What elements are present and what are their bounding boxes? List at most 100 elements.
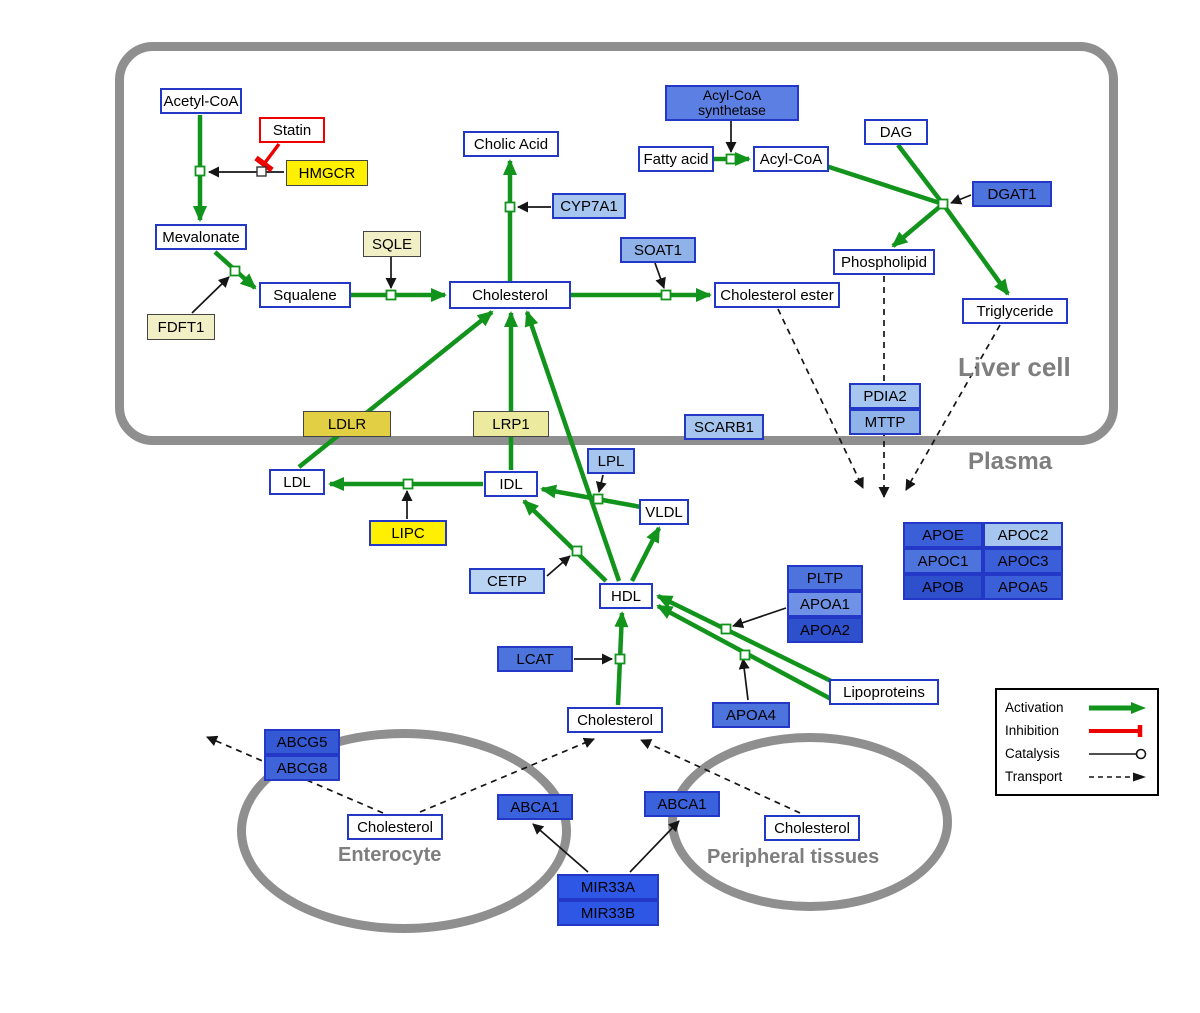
statin-inhibition-tbar <box>254 155 274 173</box>
node-abcg8[interactable]: ABCG8 <box>264 755 340 781</box>
legend-row-transport: Transport <box>1005 765 1149 788</box>
enterocyte-membrane <box>237 729 571 933</box>
node-phospholipid[interactable]: Phospholipid <box>833 249 935 275</box>
edge-hdl-vldl <box>629 526 662 583</box>
node-acetyl-coa[interactable]: Acetyl-CoA <box>160 88 242 114</box>
reaction-square <box>385 289 397 301</box>
reaction-square <box>725 153 737 165</box>
edge-hdl-idl <box>522 499 608 583</box>
node-cholesterol-enterocyte[interactable]: Cholesterol <box>347 814 443 840</box>
edge-reaction-triglyceride <box>941 202 1010 296</box>
node-cholic-acid[interactable]: Cholic Acid <box>463 131 559 157</box>
node-cyp7a1[interactable]: CYP7A1 <box>552 193 626 219</box>
node-abcg5[interactable]: ABCG5 <box>264 729 340 755</box>
node-dag[interactable]: DAG <box>864 119 928 145</box>
catalysis-port-square <box>256 166 267 177</box>
catalysis-circle-icon <box>1089 748 1147 759</box>
node-lipoproteins[interactable]: Lipoproteins <box>829 679 939 705</box>
reaction-square <box>720 623 732 635</box>
legend: Activation Inhibition Catalysis Transpor… <box>995 688 1159 796</box>
node-acyl-coa[interactable]: Acyl-CoA <box>753 146 829 172</box>
edge-fdft1-catalysis <box>191 276 230 314</box>
reaction-square <box>194 165 206 177</box>
legend-inhibition-label: Inhibition <box>1005 723 1060 738</box>
node-fdft1[interactable]: FDFT1 <box>147 314 215 340</box>
node-hdl[interactable]: HDL <box>599 583 653 609</box>
node-cholesterol-liver[interactable]: Cholesterol <box>449 281 571 309</box>
node-sqle[interactable]: SQLE <box>363 231 421 257</box>
liver-cell-label: Liver cell <box>958 352 1071 382</box>
legend-row-catalysis: Catalysis <box>1005 742 1149 765</box>
node-apoa1[interactable]: APOA1 <box>787 591 863 617</box>
node-abca1-left[interactable]: ABCA1 <box>497 794 573 820</box>
node-mttp[interactable]: MTTP <box>849 409 921 435</box>
node-ldlr[interactable]: LDLR <box>303 411 391 437</box>
node-soat1[interactable]: SOAT1 <box>620 237 696 263</box>
edge-ldl-cholesterol-via-ldlr <box>297 310 494 469</box>
legend-row-activation: Activation <box>1005 696 1149 719</box>
node-acyl-coa-synthetase[interactable]: Acyl-CoA synthetase <box>665 85 799 121</box>
node-mevalonate[interactable]: Mevalonate <box>155 224 247 250</box>
node-triglyceride[interactable]: Triglyceride <box>962 298 1068 324</box>
node-cetp[interactable]: CETP <box>469 568 545 594</box>
node-apoa2[interactable]: APOA2 <box>787 617 863 643</box>
edge-cholesterolester-plasma-transport <box>777 308 864 489</box>
node-dgat1[interactable]: DGAT1 <box>972 181 1052 207</box>
node-vldl[interactable]: VLDL <box>639 499 689 525</box>
edge-enterocyte-abca1-transport <box>419 737 595 813</box>
node-cholesterol-plasma[interactable]: Cholesterol <box>567 707 663 733</box>
node-pdia2[interactable]: PDIA2 <box>849 383 921 409</box>
node-cholesterol-peripheral[interactable]: Cholesterol <box>764 815 860 841</box>
transport-dashed-arrow-icon <box>1089 772 1146 781</box>
node-lrp1[interactable]: LRP1 <box>473 411 549 437</box>
node-hmgcr[interactable]: HMGCR <box>286 160 368 186</box>
node-apoc2[interactable]: APOC2 <box>983 522 1063 548</box>
reaction-square <box>402 478 414 490</box>
edge-apoa4-catalysis <box>738 658 750 701</box>
reaction-square <box>571 545 583 557</box>
edge-lipoproteins-hdl-upper <box>656 593 832 684</box>
node-statin[interactable]: Statin <box>259 117 325 143</box>
node-abca1-right[interactable]: ABCA1 <box>644 791 720 817</box>
reaction-square <box>937 198 949 210</box>
node-apoe[interactable]: APOE <box>903 522 983 548</box>
reaction-square <box>614 653 626 665</box>
edge-triglyceride-plasma-transport <box>905 324 1001 491</box>
node-lcat[interactable]: LCAT <box>497 646 573 672</box>
node-lpl[interactable]: LPL <box>587 448 635 474</box>
node-apoc1[interactable]: APOC1 <box>903 548 983 574</box>
node-apoa4[interactable]: APOA4 <box>712 702 790 728</box>
reaction-square <box>592 493 604 505</box>
edge-cetp-catalysis <box>546 555 571 577</box>
node-scarb1[interactable]: SCARB1 <box>684 414 764 440</box>
reaction-square <box>660 289 672 301</box>
liver-cell-membrane <box>115 42 1118 445</box>
activation-arrow-icon <box>1089 701 1146 714</box>
node-lipc[interactable]: LIPC <box>369 520 447 546</box>
node-idl[interactable]: IDL <box>484 471 538 497</box>
peripheral-tissues-label: Peripheral tissues <box>707 846 880 868</box>
node-mir33a[interactable]: MIR33A <box>557 874 659 900</box>
legend-transport-label: Transport <box>1005 769 1063 784</box>
enterocyte-label: Enterocyte <box>338 844 442 866</box>
reaction-square <box>739 649 751 661</box>
node-pltp[interactable]: PLTP <box>787 565 863 591</box>
node-cholesterol-ester[interactable]: Cholesterol ester <box>714 282 840 308</box>
edge-reaction-phospholipid <box>891 202 945 248</box>
edge-apoa-stack-catalysis <box>732 607 787 628</box>
node-apoc3[interactable]: APOC3 <box>983 548 1063 574</box>
edge-peripheral-abca1-transport <box>640 739 801 814</box>
edge-dag-dgat-reaction <box>896 143 945 206</box>
node-apob[interactable]: APOB <box>903 574 983 600</box>
legend-catalysis-label: Catalysis <box>1005 746 1060 761</box>
node-squalene[interactable]: Squalene <box>259 282 351 308</box>
edge-mir33-abca1-right <box>629 820 680 873</box>
legend-activation-label: Activation <box>1005 700 1064 715</box>
node-apoa5[interactable]: APOA5 <box>983 574 1063 600</box>
node-mir33b[interactable]: MIR33B <box>557 900 659 926</box>
node-fatty-acid[interactable]: Fatty acid <box>638 146 714 172</box>
node-ldl[interactable]: LDL <box>269 469 325 495</box>
edge-mir33-abca1-left <box>532 823 589 873</box>
